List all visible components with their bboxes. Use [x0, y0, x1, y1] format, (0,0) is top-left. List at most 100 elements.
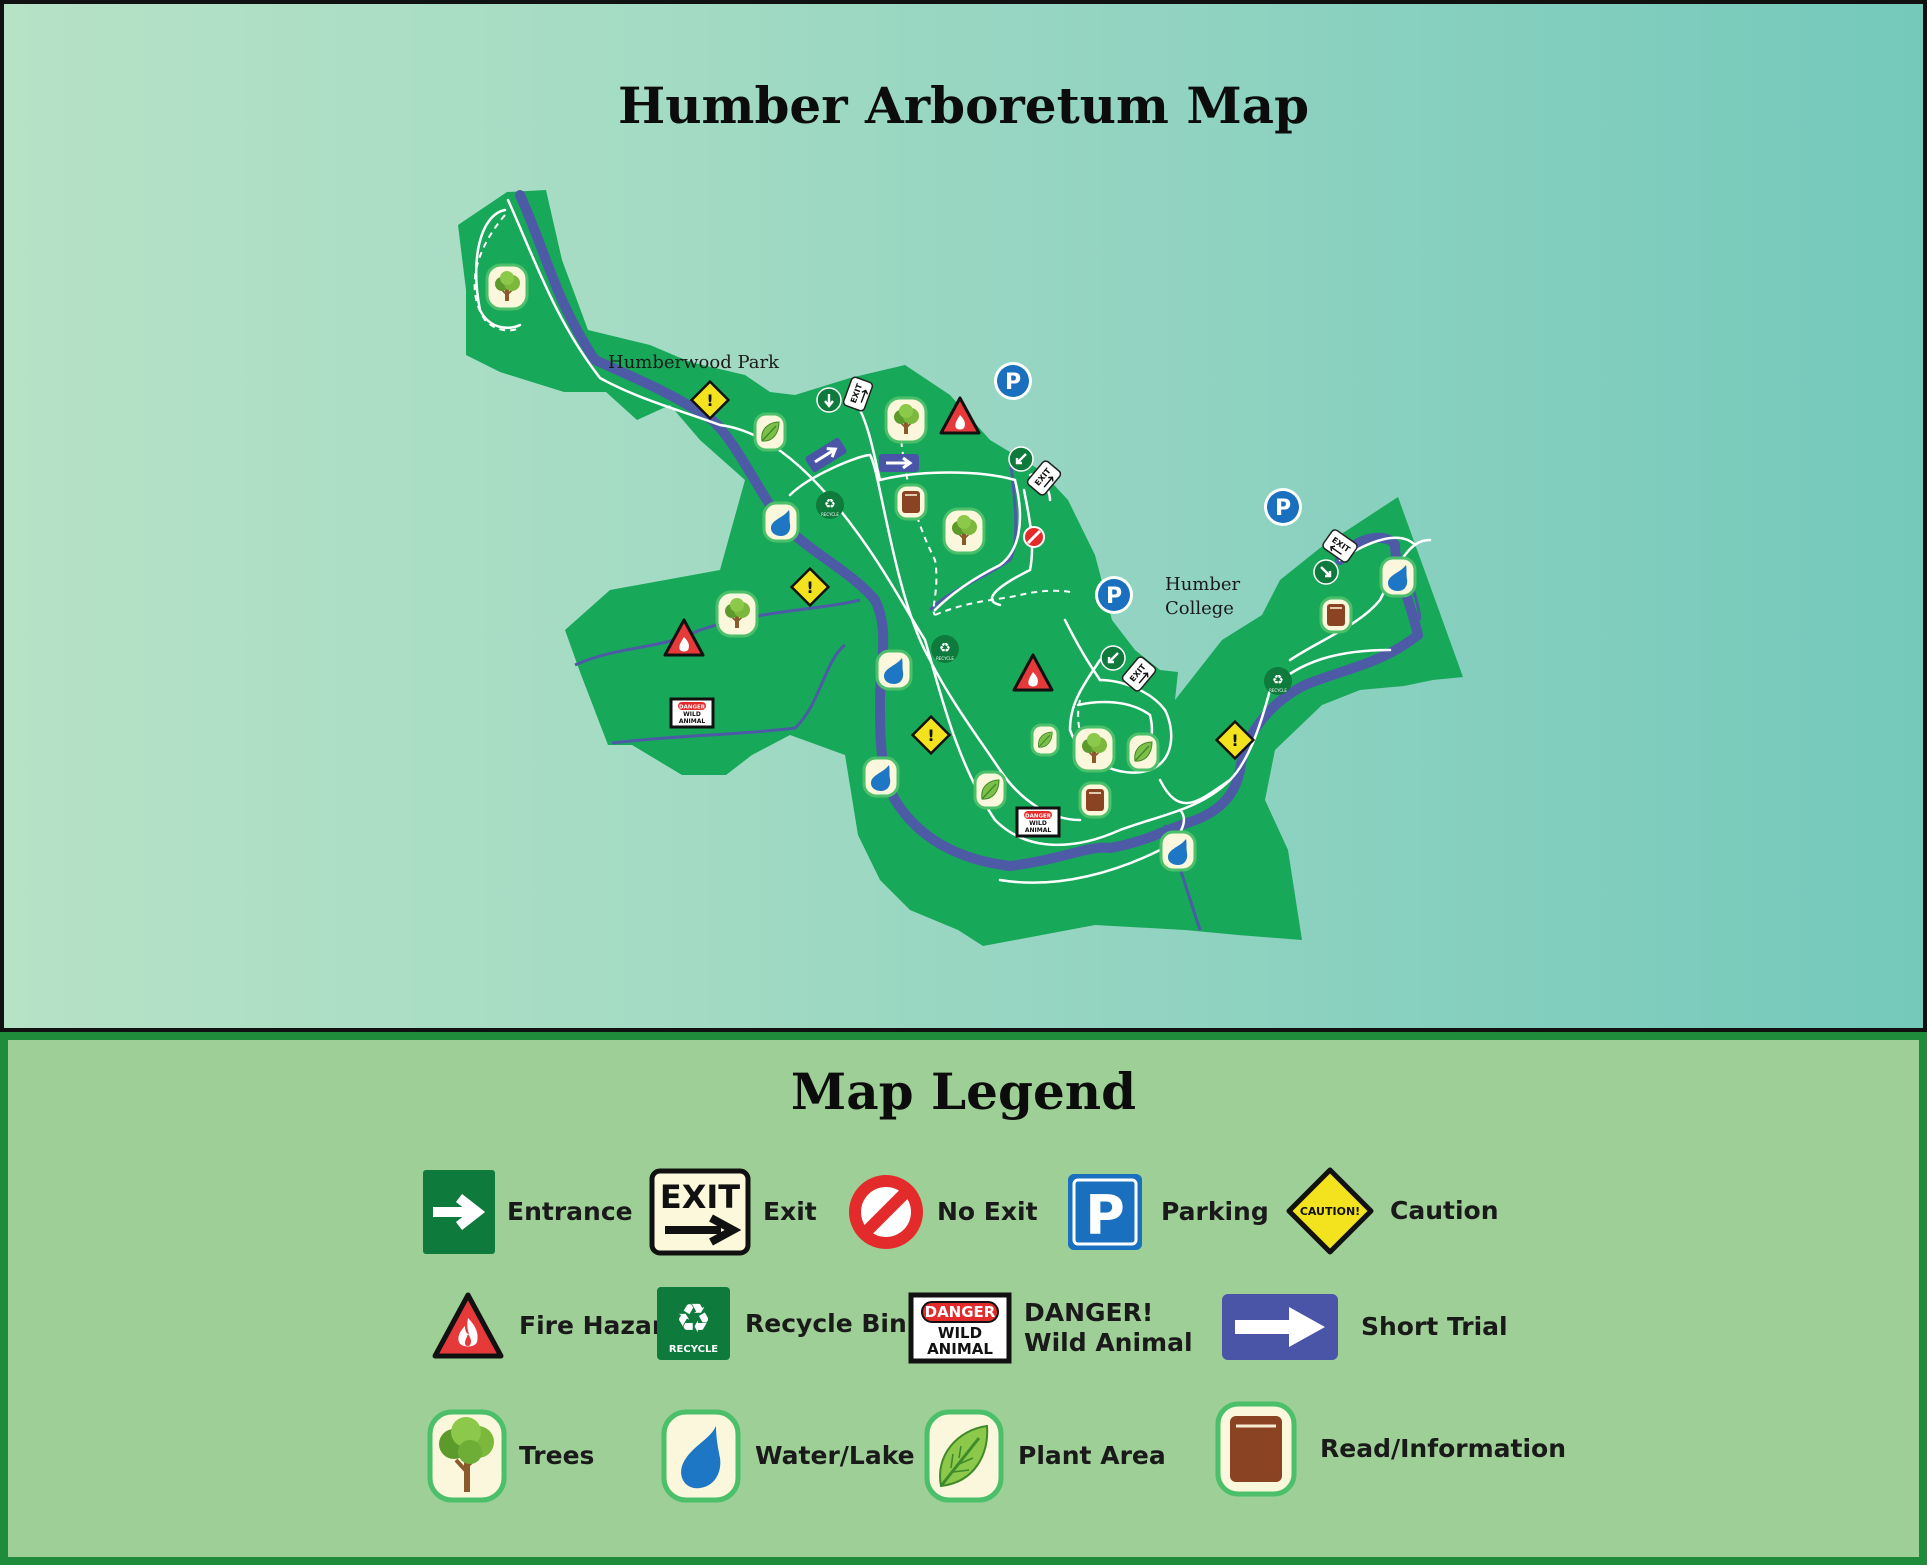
legend-item-exit[interactable]: EXIT Exit	[649, 1168, 817, 1256]
legend-item-no-exit[interactable]: No Exit	[846, 1172, 1038, 1252]
river-branch	[574, 598, 861, 667]
map-exit-icon[interactable]: EXIT	[1121, 655, 1157, 692]
map-info-icon[interactable]	[1319, 596, 1353, 634]
svg-text:ANIMAL: ANIMAL	[927, 1340, 993, 1358]
svg-text:WILD: WILD	[1029, 820, 1047, 827]
map-water-icon[interactable]	[875, 649, 913, 691]
legend-label: Fire Hazard	[519, 1311, 683, 1340]
legend-label-line: Wild Animal	[1024, 1328, 1193, 1357]
map-plant-icon[interactable]	[1030, 723, 1060, 757]
map-parking-icon[interactable]: P	[1095, 576, 1133, 614]
map-tree-icon[interactable]	[1072, 725, 1116, 773]
map-parking-icon[interactable]: P	[1264, 488, 1302, 526]
caution-icon: CAUTION!	[1286, 1167, 1374, 1255]
map-no-exit-icon[interactable]	[1023, 526, 1045, 548]
legend-label: Recycle Bin	[745, 1308, 907, 1338]
map-plant-icon[interactable]	[973, 770, 1007, 810]
map-title: Humber Arboretum Map	[617, 76, 1310, 135]
map-tree-icon[interactable]	[942, 507, 986, 555]
map-entrance-icon[interactable]	[816, 387, 842, 413]
map-recycle-icon[interactable]: ♻ RECYCLE	[1264, 667, 1292, 695]
map-info-icon[interactable]	[894, 483, 928, 521]
map-recycle-icon[interactable]: ♻ RECYCLE	[931, 635, 959, 663]
tree-icon	[427, 1409, 507, 1503]
legend-label-line: DANGER!	[1024, 1298, 1154, 1327]
legend-item-read-information[interactable]: Read/Information	[1214, 1400, 1566, 1498]
legend-item-entrance[interactable]: Entrance	[421, 1168, 633, 1256]
map-fire-hazard-icon[interactable]	[1012, 653, 1054, 692]
map-tree-icon[interactable]	[884, 396, 928, 444]
map-water-icon[interactable]	[1379, 556, 1417, 598]
svg-text:RECYCLE: RECYCLE	[936, 656, 954, 661]
svg-text:P: P	[1106, 584, 1122, 609]
map-fire-hazard-icon[interactable]	[663, 618, 705, 657]
map-entrance-icon[interactable]	[1313, 559, 1339, 585]
map-danger-wild-animal-icon[interactable]: DANGER WILD ANIMAL	[1015, 806, 1061, 838]
legend-item-fire-hazard[interactable]: Fire Hazard	[431, 1290, 682, 1362]
entrance-arrow-icon	[423, 1170, 495, 1254]
map-danger-wild-animal-icon[interactable]: DANGER WILD ANIMAL	[669, 697, 715, 729]
map-water-icon[interactable]	[862, 756, 900, 798]
map-legend: Map Legend Entrance EXIT Exit No Exit P …	[0, 1032, 1927, 1565]
map-plant-icon[interactable]	[753, 412, 787, 452]
water-drop-icon	[661, 1409, 741, 1503]
map-caution-icon[interactable]: !	[689, 379, 731, 421]
svg-text:♻: ♻	[676, 1296, 712, 1342]
arboretum-land	[458, 190, 1463, 946]
exit-sign-icon: EXIT	[649, 1168, 751, 1256]
river-branch	[611, 643, 846, 745]
map-exit-icon[interactable]: EXIT	[1321, 528, 1358, 563]
map-short-trail-icon[interactable]	[804, 437, 847, 473]
legend-label: Caution	[1390, 1196, 1499, 1225]
map-recycle-icon[interactable]: ♻ RECYCLE	[816, 491, 844, 519]
place-label-humberwood: Humberwood Park	[608, 352, 780, 373]
map-plant-icon[interactable]	[1126, 732, 1160, 772]
map-tree-icon[interactable]	[715, 590, 759, 638]
legend-item-short-trial[interactable]: Short Trial	[1221, 1293, 1508, 1361]
info-board-icon	[1215, 1401, 1297, 1497]
legend-item-danger-wild-animal[interactable]: DANGER WILD ANIMAL DANGER! Wild Animal	[908, 1292, 1193, 1364]
legend-label: No Exit	[937, 1197, 1038, 1226]
svg-text:DANGER: DANGER	[1025, 814, 1052, 820]
map-caution-icon[interactable]: !	[789, 566, 831, 608]
place-label-humber-college-line: Humber	[1165, 574, 1241, 595]
legend-label: Exit	[763, 1197, 817, 1226]
legend-label: Parking	[1161, 1197, 1269, 1226]
parking-icon: P	[1068, 1174, 1142, 1250]
svg-text:♻: ♻	[1272, 673, 1284, 688]
legend-item-water-lake[interactable]: Water/Lake	[660, 1408, 915, 1504]
svg-text:WILD: WILD	[938, 1324, 982, 1342]
legend-item-caution[interactable]: CAUTION! Caution	[1285, 1166, 1499, 1256]
legend-item-parking[interactable]: P Parking	[1066, 1172, 1269, 1252]
fire-hazard-icon	[432, 1292, 504, 1359]
map-water-icon[interactable]	[1159, 830, 1197, 872]
legend-label: Water/Lake	[755, 1441, 915, 1470]
svg-text:P: P	[1275, 496, 1291, 521]
map-water-icon[interactable]	[762, 501, 800, 543]
map-fire-hazard-icon[interactable]	[939, 396, 981, 435]
map-exit-icon[interactable]: EXIT	[842, 376, 874, 412]
svg-text:♻: ♻	[939, 641, 951, 656]
svg-text:WILD: WILD	[683, 711, 701, 718]
legend-item-recycle-bin[interactable]: ♻ RECYCLE Recycle Bin	[656, 1286, 907, 1361]
legend-item-plant-area[interactable]: Plant Area	[923, 1408, 1166, 1504]
legend-label-danger: DANGER! Wild Animal	[1024, 1298, 1193, 1358]
map-exit-icon[interactable]: EXIT	[1026, 459, 1062, 496]
legend-label: Entrance	[507, 1197, 633, 1226]
arboretum-map[interactable]: Humberwood Park Humber College P P P EXI…	[0, 0, 1927, 1032]
map-parking-icon[interactable]: P	[994, 362, 1032, 400]
map-caution-icon[interactable]: !	[910, 714, 952, 756]
map-entrance-icon[interactable]	[1100, 645, 1126, 671]
legend-label: Short Trial	[1361, 1312, 1508, 1341]
map-tree-icon[interactable]	[485, 263, 529, 311]
svg-text:EXIT: EXIT	[660, 1178, 740, 1216]
svg-text:♻: ♻	[824, 497, 836, 512]
map-short-trail-icon[interactable]	[879, 454, 919, 472]
place-label-humber-college-line: College	[1165, 598, 1234, 619]
map-caution-icon[interactable]: !	[1214, 719, 1256, 761]
legend-label: Read/Information	[1320, 1434, 1566, 1463]
legend-item-trees[interactable]: Trees	[426, 1408, 594, 1504]
place-label-humber-college: Humber College	[1165, 574, 1246, 619]
map-entrance-icon[interactable]	[1008, 446, 1034, 472]
map-info-icon[interactable]	[1078, 781, 1112, 819]
